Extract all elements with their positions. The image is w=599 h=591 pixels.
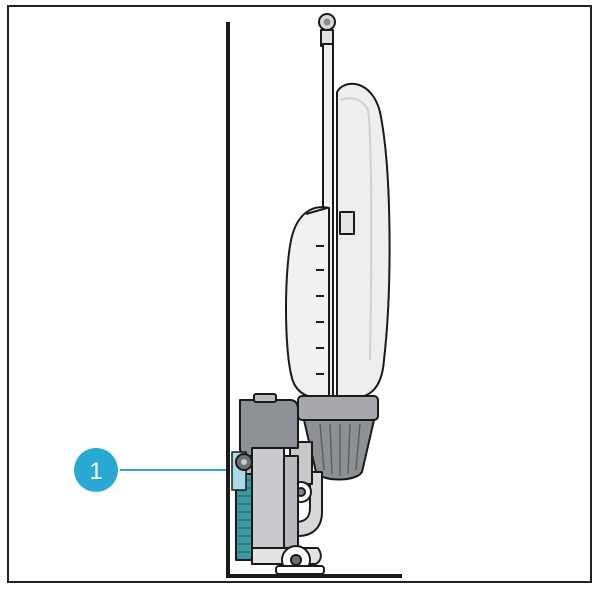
callout-badge — [74, 448, 118, 492]
brush-head-side — [251, 447, 285, 549]
callout-number: 1 — [89, 458, 102, 485]
vent-slots — [316, 245, 324, 375]
vacuum-cleaner — [231, 13, 391, 575]
dust-bag — [336, 82, 391, 399]
motor-housing — [285, 206, 330, 400]
cord-hook — [339, 211, 355, 235]
collar — [297, 395, 379, 421]
